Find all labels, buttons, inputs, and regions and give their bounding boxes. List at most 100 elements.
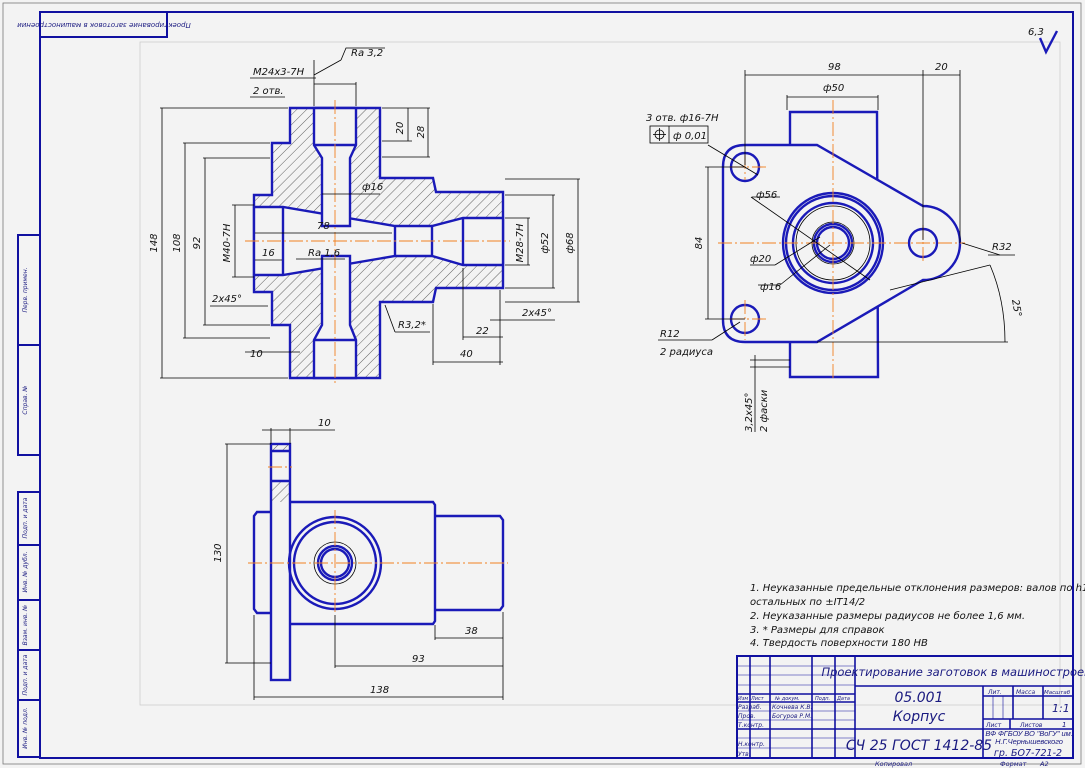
strip-label: Перв. примен.	[22, 267, 29, 312]
sheet-label: Лист	[985, 722, 1002, 729]
format-value: A2	[1039, 760, 1049, 768]
dim-label: 10	[250, 349, 263, 360]
organization-cell: ВФ ФГБОУ ВО "ВоГУ" им. Н.Г.Чернышевского	[985, 730, 1073, 746]
note-line: 1. Неуказанные предельные отклонения раз…	[750, 583, 1085, 594]
role-label: Н.контр.	[738, 741, 765, 748]
technical-notes: 1. Неуказанные предельные отклонения раз…	[750, 583, 1085, 649]
role-label: Пров.	[738, 713, 756, 720]
side-strip: Перв. примен. Справ. № Подп. и дата Инв.…	[17, 234, 41, 758]
role-label: Разраб.	[738, 704, 762, 711]
strip-label: Инв. № дубл.	[22, 551, 29, 592]
dim-label: M40-7H	[222, 223, 233, 262]
dim-label: 20	[935, 62, 948, 73]
dim-label: 40	[460, 349, 473, 360]
dim-label: 3,2x45°	[744, 392, 755, 432]
dim-label: 92	[192, 237, 203, 250]
dim-label: 28	[416, 126, 427, 139]
roughness-check-icon	[1038, 30, 1059, 55]
mass-label: Масса	[1016, 689, 1035, 696]
dim-label: 2x45°	[212, 294, 242, 305]
dim-label: R12	[660, 329, 680, 340]
dim-label: ф56	[756, 190, 777, 201]
header-cell: Изм	[738, 696, 748, 702]
dim-label: ф20	[750, 254, 771, 265]
part-name: Корпус	[893, 709, 946, 725]
dim-label: 93	[412, 654, 425, 665]
dim-label: 2 радиуса	[660, 347, 713, 358]
scale-value: 1:1	[1052, 702, 1070, 715]
dim-label: 84	[694, 237, 705, 250]
roughness-value: 6,3	[1028, 27, 1044, 38]
dim-label: 2 фаски	[759, 389, 770, 432]
dim-label: M28-7H	[515, 223, 526, 262]
lit-label: Лит.	[987, 689, 1002, 696]
role-label: Утв.	[738, 751, 751, 758]
strip-label: Взам. инв. №	[22, 605, 29, 646]
flange-plate	[269, 442, 292, 682]
note-line: 2. Неуказанные размеры радиусов не более…	[750, 610, 1025, 622]
group: гр. БО7-721-2	[994, 748, 1062, 759]
holes-callout: 3 отв. ф16-7H	[646, 113, 719, 124]
sheets-label: Листов	[1019, 722, 1043, 729]
note-line: 3. * Размеры для справок	[750, 625, 885, 636]
dim-label: ф68	[565, 232, 576, 253]
print-area	[139, 41, 1061, 706]
project-title: Проектирование заготовок в машиностроени…	[821, 665, 1085, 679]
copied-label: Копировал	[875, 760, 912, 768]
strip-label: Справ. №	[22, 385, 29, 414]
dim-label: 78	[317, 221, 330, 232]
sheets-count: 1	[1062, 721, 1066, 729]
format-label: Формат	[1000, 760, 1027, 768]
dim-label: 130	[213, 543, 224, 562]
side-view: 98 20 ф50 3 отв. ф16-7H ф 0,01 ф56 84 ф2…	[646, 62, 1023, 432]
dim-label: 148	[149, 233, 160, 252]
dim-label: ф52	[540, 232, 551, 253]
dim-label: 10	[318, 418, 331, 429]
general-roughness: 6,3	[1028, 27, 1059, 55]
dim-label: M24x3-7H	[253, 67, 305, 78]
dim-label: ф16	[760, 282, 781, 293]
strip-label: Подп. и дата	[22, 654, 29, 695]
header-cell: № докум.	[774, 696, 800, 702]
tolerance-value: ф 0,01	[673, 131, 707, 142]
dim-label: 2 отв.	[253, 86, 284, 97]
dim-label: 98	[828, 62, 841, 73]
scale-label: Масштаб	[1044, 690, 1071, 696]
dim-label: 22	[476, 326, 489, 337]
dim-label: 20	[395, 122, 406, 135]
roughness-label: Ra 3,2	[351, 48, 383, 59]
note-line: остальных по ±IT14/2	[750, 597, 865, 608]
dim-label: 38	[465, 626, 478, 637]
bottom-view: 10 130 38 93 138	[213, 418, 508, 700]
dim-label: 138	[370, 685, 389, 696]
dim-label: R32	[992, 242, 1012, 253]
dim-label: 108	[172, 233, 183, 252]
title-block: Проектирование заготовок в машиностроени…	[736, 655, 1085, 768]
header-cell: Лист	[750, 696, 765, 702]
header-cell: Дата	[836, 696, 850, 702]
designation: 05.001	[895, 690, 944, 706]
dim-label: ф16	[362, 182, 383, 193]
flange-outline	[721, 143, 962, 344]
strip-label: Подп. и дата	[22, 497, 29, 538]
mirrored-title-box: Проектирование заготовок в машиностроени…	[17, 11, 191, 38]
strip-label: Инв. № подл.	[22, 707, 29, 748]
role-label: Т.контр.	[738, 722, 764, 729]
position-tolerance-frame: ф 0,01	[649, 125, 709, 144]
mirrored-title: Проектирование заготовок в машиностроени…	[17, 21, 191, 29]
front-section-view: M24x3-7H 2 отв. Ra 3,2 20 28 148 108 92 …	[149, 47, 580, 385]
organization: ВФ ФГБОУ ВО "ВоГУ" им. Н.Г.Чернышевского	[985, 730, 1073, 746]
dim-label: 2x45°	[522, 308, 552, 319]
dim-label: R3,2*	[398, 320, 426, 331]
checker-name: Богуров Р.М.	[772, 713, 812, 720]
roughness-label: Ra 1,6	[308, 248, 340, 259]
dim-label: 16	[262, 248, 275, 259]
stub	[252, 510, 271, 615]
material: СЧ 25 ГОСТ 1412-85	[846, 738, 992, 754]
developer-name: Кочнева К.В.	[772, 704, 812, 711]
angle-label: 25°	[1009, 299, 1023, 318]
note-line: 4. Твердость поверхности 180 HB	[750, 638, 928, 649]
header-cell: Подп.	[815, 696, 830, 702]
